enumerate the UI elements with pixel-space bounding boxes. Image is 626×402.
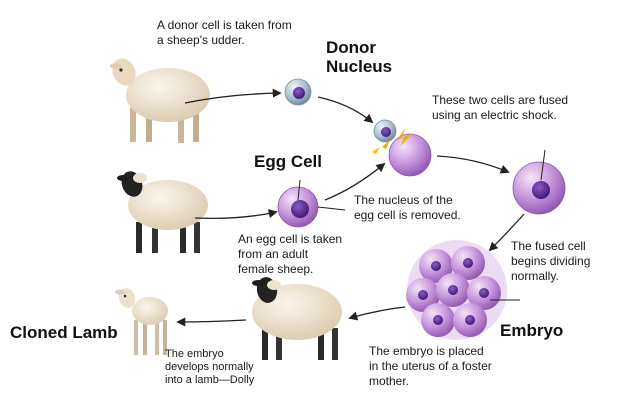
donor-cell-caption: A donor cell is taken from a sheep's udd…	[157, 18, 292, 47]
egg-donor-sheep-icon	[117, 171, 208, 253]
donor-cell-icon	[284, 78, 312, 106]
nucleus-removed-caption: The nucleus of the egg cell is removed.	[354, 193, 461, 222]
donor-nucleus-label: Donor Nucleus	[326, 38, 393, 76]
process-arrows	[176, 88, 525, 327]
arrow-sheep-to-donor-cell	[184, 88, 282, 104]
arrow-fused-to-embryo	[488, 213, 525, 252]
embryo-label: Embryo	[500, 321, 564, 340]
egg-taken-caption: An egg cell is taken from an adult femal…	[238, 232, 343, 276]
egg-cell-label: Egg Cell	[254, 152, 323, 171]
fused-caption: These two cells are fused using an elect…	[432, 93, 569, 122]
fused-cell-icon	[512, 149, 566, 215]
arrow-donor-to-fusion	[317, 96, 374, 124]
dividing-caption: The fused cell begins dividing normally.	[511, 239, 591, 283]
lamb-develops-caption: The embryo develops normally into a lamb…	[165, 348, 255, 386]
embryo-cluster-icon	[406, 240, 520, 340]
cloned-lamb-icon	[115, 288, 168, 355]
arrow-fusion-to-fused-cell	[436, 155, 510, 174]
foster-mother-sheep-icon	[252, 277, 342, 360]
arrow-mother-to-lamb	[176, 317, 247, 327]
embryo-placed-caption: The embryo is placed in the uterus of a …	[369, 344, 492, 388]
arrow-embryo-to-mother	[348, 306, 406, 321]
electric-spark-icon	[397, 128, 412, 146]
fusing-cells-icon	[372, 119, 432, 177]
arrow-egg-to-fusion	[324, 162, 386, 201]
arrow-sheep-to-egg	[194, 209, 278, 220]
egg-cell-icon	[277, 179, 346, 228]
cloned-lamb-label: Cloned Lamb	[10, 323, 118, 342]
donor-sheep-icon	[110, 58, 210, 143]
